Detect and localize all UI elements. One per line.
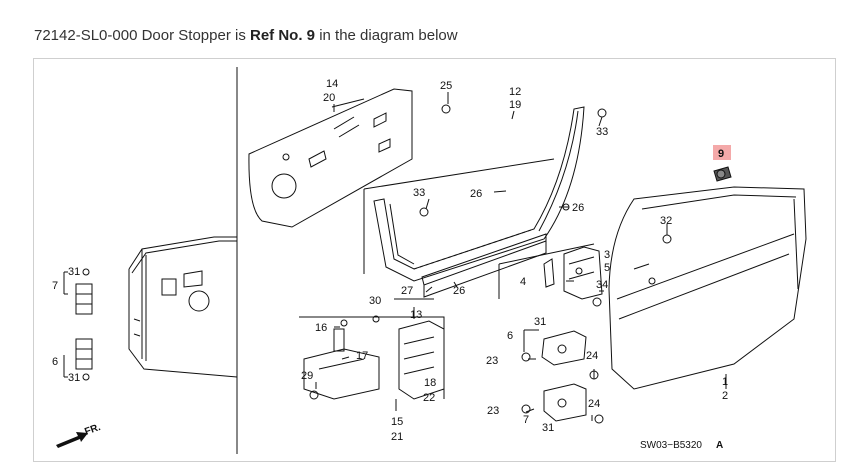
ref-label: 18 <box>424 377 436 389</box>
caption-tail: in the diagram below <box>319 27 458 44</box>
ref-label: 29 <box>301 370 313 382</box>
ref-label: 33 <box>413 187 425 199</box>
ref-label: 30 <box>369 295 381 307</box>
diagram-code-suffix: A <box>716 440 723 451</box>
ref-label: 24 <box>588 398 600 410</box>
ref-label: 23 <box>486 355 498 367</box>
ref-label: 17 <box>356 350 368 362</box>
ref-label: 21 <box>391 431 403 443</box>
part-caption: 72142-SL0-000 Door Stopper is Ref No. 9 … <box>34 27 458 44</box>
ref-label: 14 <box>326 78 338 90</box>
ref-label: 20 <box>323 92 335 104</box>
molding-strip <box>421 233 547 298</box>
door-lining-panel <box>248 88 413 228</box>
door-checker <box>543 246 603 300</box>
ref-label: 22 <box>423 392 435 404</box>
part-number: 72142-SL0-000 <box>34 27 138 44</box>
ref-label: 27 <box>401 285 413 297</box>
front-arrow-icon: FR. <box>56 422 102 448</box>
ref-label: 3 <box>604 249 610 261</box>
caption-is: is <box>234 27 246 44</box>
ref-label: 13 <box>410 309 422 321</box>
ref-label: 31 <box>68 372 80 384</box>
door-stopper-part <box>713 166 732 182</box>
hinge-lower <box>543 383 587 422</box>
ref-label: 12 <box>509 86 521 98</box>
ref-label: 5 <box>604 262 610 274</box>
ref-label: 32 <box>660 215 672 227</box>
diagram-code: SW03−B5320 <box>640 440 702 451</box>
ref-label: 26 <box>453 285 465 297</box>
ref-label: 6 <box>52 356 58 368</box>
part-name: Door Stopper <box>141 27 231 44</box>
ref-label: 24 <box>586 350 598 362</box>
ref-label: 7 <box>52 280 58 292</box>
left-hinge-lower <box>63 338 93 381</box>
ref-label: 4 <box>520 276 526 288</box>
weatherstrip <box>373 106 585 282</box>
hinge-upper <box>541 330 587 366</box>
ref-label: 16 <box>315 322 327 334</box>
ref-label: 15 <box>391 416 403 428</box>
diagram-drawing: 14 20 25 12 19 33 33 26 26 32 3 5 4 34 2… <box>52 67 807 454</box>
ref-labels: 14 20 25 12 19 33 33 26 26 32 3 5 4 34 2… <box>52 78 728 443</box>
ref-label: 19 <box>509 99 521 111</box>
ref-label: 26 <box>470 188 482 200</box>
ref-9-label: 9 <box>718 148 724 160</box>
left-hinge-upper <box>63 268 93 315</box>
door-shell <box>608 186 807 390</box>
ref-label: 6 <box>507 330 513 342</box>
ref-label: 26 <box>572 202 584 214</box>
ref-label: 23 <box>487 405 499 417</box>
ref-label: 2 <box>722 390 728 402</box>
ref-label: 34 <box>596 279 608 291</box>
ref-label: 25 <box>440 80 452 92</box>
car-body-illustration <box>128 236 238 378</box>
ref-label: 7 <box>523 414 529 426</box>
ref-number: Ref No. 9 <box>250 27 316 44</box>
ref-label: 33 <box>596 126 608 138</box>
ref-9-highlight <box>713 145 731 160</box>
ref-label: 1 <box>722 376 728 388</box>
ref-label: 31 <box>68 266 80 278</box>
ref-label: 31 <box>542 422 554 434</box>
front-arrow-label: FR. <box>83 422 102 438</box>
parts-diagram: 14 20 25 12 19 33 33 26 26 32 3 5 4 34 2… <box>33 58 836 462</box>
ref-label: 31 <box>534 316 546 328</box>
